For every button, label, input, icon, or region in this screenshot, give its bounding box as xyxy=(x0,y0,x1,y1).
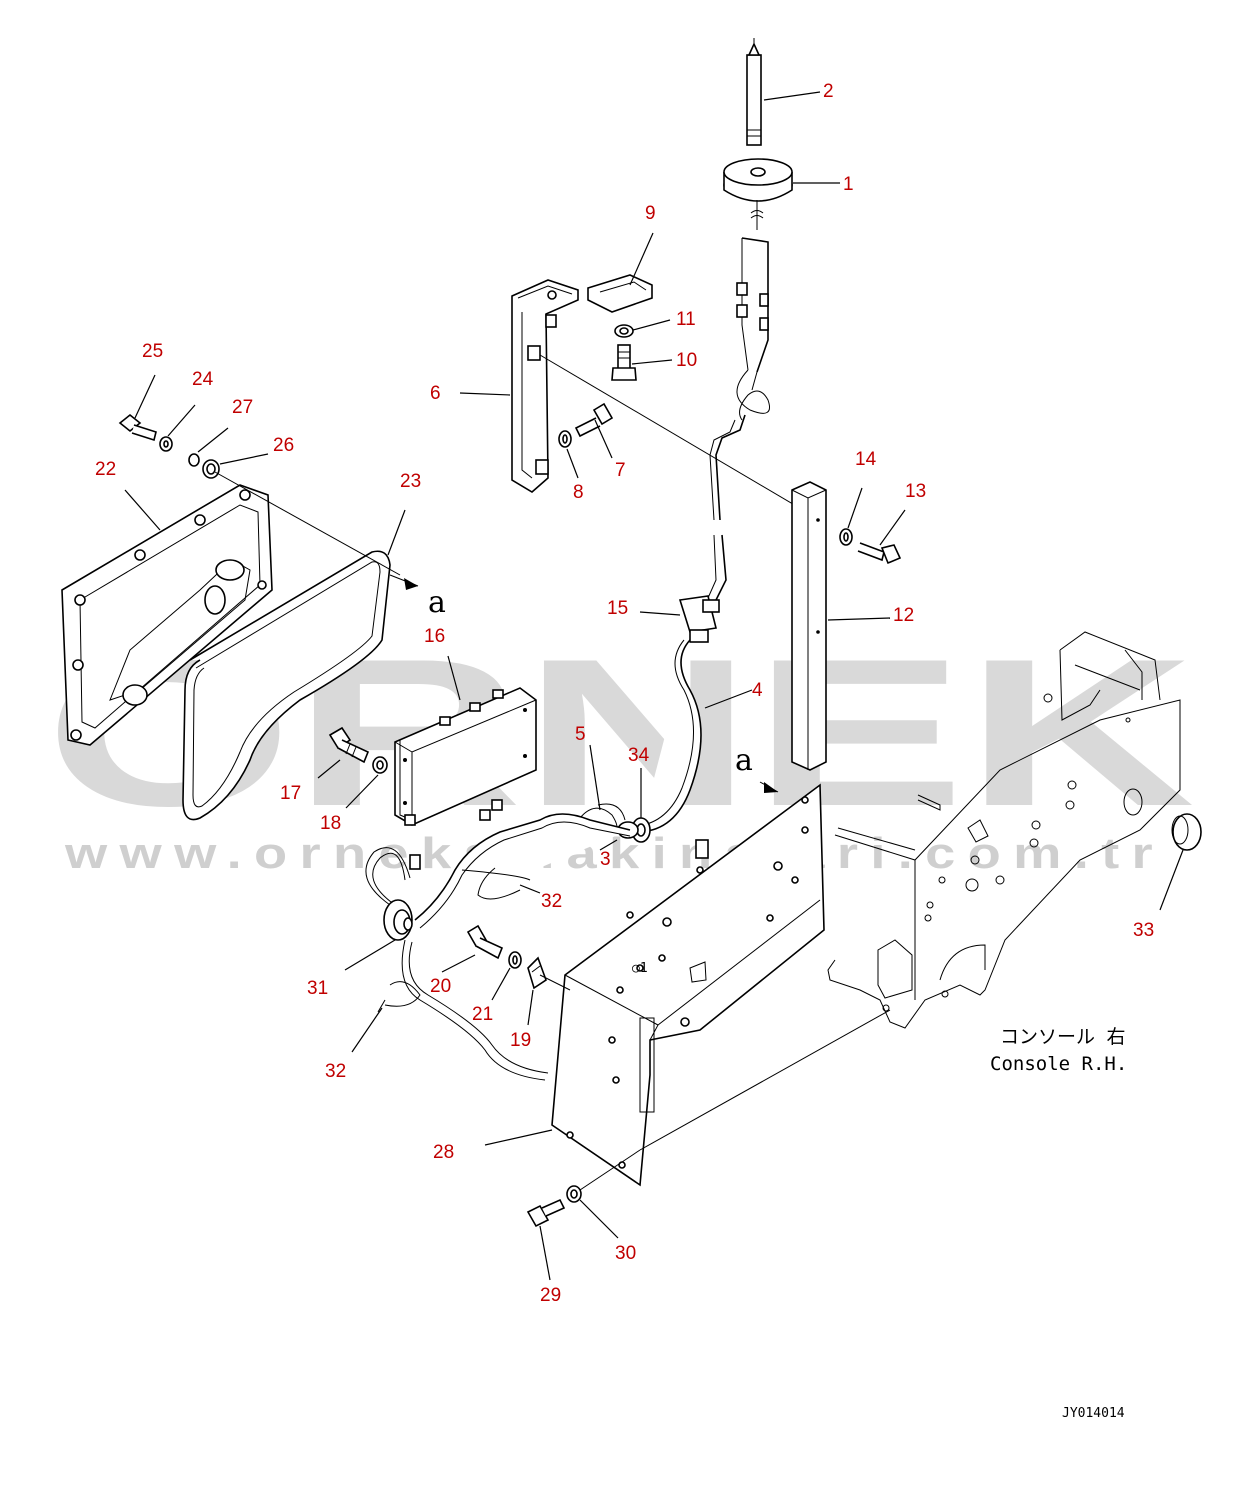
part-30-washer xyxy=(566,1185,582,1203)
callout-8: 8 xyxy=(573,482,584,503)
part-31-grommet xyxy=(365,847,413,941)
callout-22: 22 xyxy=(95,459,116,480)
callout-18: 18 xyxy=(320,813,341,834)
harness-upper xyxy=(707,200,770,601)
callout-26: 26 xyxy=(273,435,294,456)
part-13-bolt xyxy=(857,542,902,565)
callout-11: 11 xyxy=(676,309,696,330)
part-10-bolt xyxy=(611,344,637,381)
callout-7: 7 xyxy=(615,460,626,481)
part-17-bolt xyxy=(328,726,370,764)
part-12-bar xyxy=(791,481,827,771)
part-33-cap xyxy=(1171,813,1202,851)
wire-bundle xyxy=(414,813,631,929)
callout-29: 29 xyxy=(540,1285,561,1306)
callout-28: 28 xyxy=(433,1142,454,1163)
part-23-gasket xyxy=(182,550,391,821)
svg-text:○1: ○1 xyxy=(632,961,648,976)
callout-31: 31 xyxy=(307,978,328,999)
callout-34: 34 xyxy=(628,745,650,766)
part-2-rod xyxy=(746,38,762,146)
callout-21: 21 xyxy=(472,1004,493,1025)
part-7-bolt xyxy=(574,402,614,438)
part-9-bracket xyxy=(587,274,653,313)
leader-lines xyxy=(124,91,1184,1281)
console-note-jp: コンソール 右 xyxy=(1000,1026,1125,1048)
console-rh xyxy=(827,631,1181,1029)
part-19-clip xyxy=(527,956,547,990)
part-6-bracket xyxy=(511,279,579,493)
callout-4: 4 xyxy=(752,680,763,701)
callout-6: 6 xyxy=(430,383,441,404)
view-arrow-label-upper: a xyxy=(428,585,446,620)
part-15-connector xyxy=(678,595,720,643)
callout-32-lower: 32 xyxy=(325,1061,346,1082)
part-16-module xyxy=(394,687,537,870)
part-20-bolt xyxy=(466,924,504,960)
view-arrow-lower: a xyxy=(735,743,779,793)
assembly-line-plate xyxy=(579,1149,641,1191)
callout-19: 19 xyxy=(510,1030,531,1051)
callout-30: 30 xyxy=(615,1243,636,1264)
callout-12: 12 xyxy=(893,605,914,626)
callout-17: 17 xyxy=(280,783,301,804)
part-4-harness xyxy=(637,639,702,833)
console-note: コンソール 右 Console R.H. xyxy=(990,1026,1127,1075)
part-28-plate: ○1 xyxy=(551,783,825,1187)
wire-lower xyxy=(377,939,549,1081)
callout-20: 20 xyxy=(430,976,451,997)
callout-33: 33 xyxy=(1133,920,1154,941)
callout-23: 23 xyxy=(400,471,421,492)
callout-10: 10 xyxy=(676,350,697,371)
part-29-bolt xyxy=(526,1198,566,1228)
part-8-washer xyxy=(558,430,572,448)
assembly-line-cover xyxy=(214,471,401,576)
part-27-lockwasher xyxy=(188,453,200,467)
callout-27: 27 xyxy=(232,397,253,418)
callout-32-upper: 32 xyxy=(541,891,562,912)
part-21-washer xyxy=(508,951,522,969)
callout-9: 9 xyxy=(645,203,656,224)
drawing-ref-number: JY014014 xyxy=(1062,1406,1125,1421)
assembly-line-bracket xyxy=(539,354,821,521)
view-arrow-upper: a xyxy=(389,574,446,620)
callout-3: 3 xyxy=(600,849,611,870)
callout-1: 1 xyxy=(843,174,854,195)
assembly-line-console xyxy=(639,1009,891,1151)
part-26-nut xyxy=(202,459,220,479)
callout-15: 15 xyxy=(607,598,628,619)
assembly-line-clip xyxy=(539,974,571,991)
callout-25: 25 xyxy=(142,341,163,362)
part-24-washer xyxy=(159,436,173,452)
part-11-washer xyxy=(614,324,634,338)
callout-24: 24 xyxy=(192,369,214,390)
callout-14: 14 xyxy=(855,449,877,470)
callout-5: 5 xyxy=(575,724,586,745)
callout-2: 2 xyxy=(823,81,834,102)
part-18-washer xyxy=(372,756,388,774)
callout-13: 13 xyxy=(905,481,926,502)
view-arrow-label-lower: a xyxy=(735,743,753,778)
console-note-en: Console R.H. xyxy=(990,1053,1127,1075)
part-14-washer xyxy=(839,528,853,546)
callout-labels: 1 2 3 4 5 6 7 8 9 10 11 12 13 14 15 16 1… xyxy=(95,81,1154,1306)
drawing: a xyxy=(61,38,1202,1421)
callout-16: 16 xyxy=(424,626,445,647)
part-25-bolt xyxy=(118,413,157,442)
part-22-cover xyxy=(61,484,273,746)
part-1-knob xyxy=(723,158,793,202)
